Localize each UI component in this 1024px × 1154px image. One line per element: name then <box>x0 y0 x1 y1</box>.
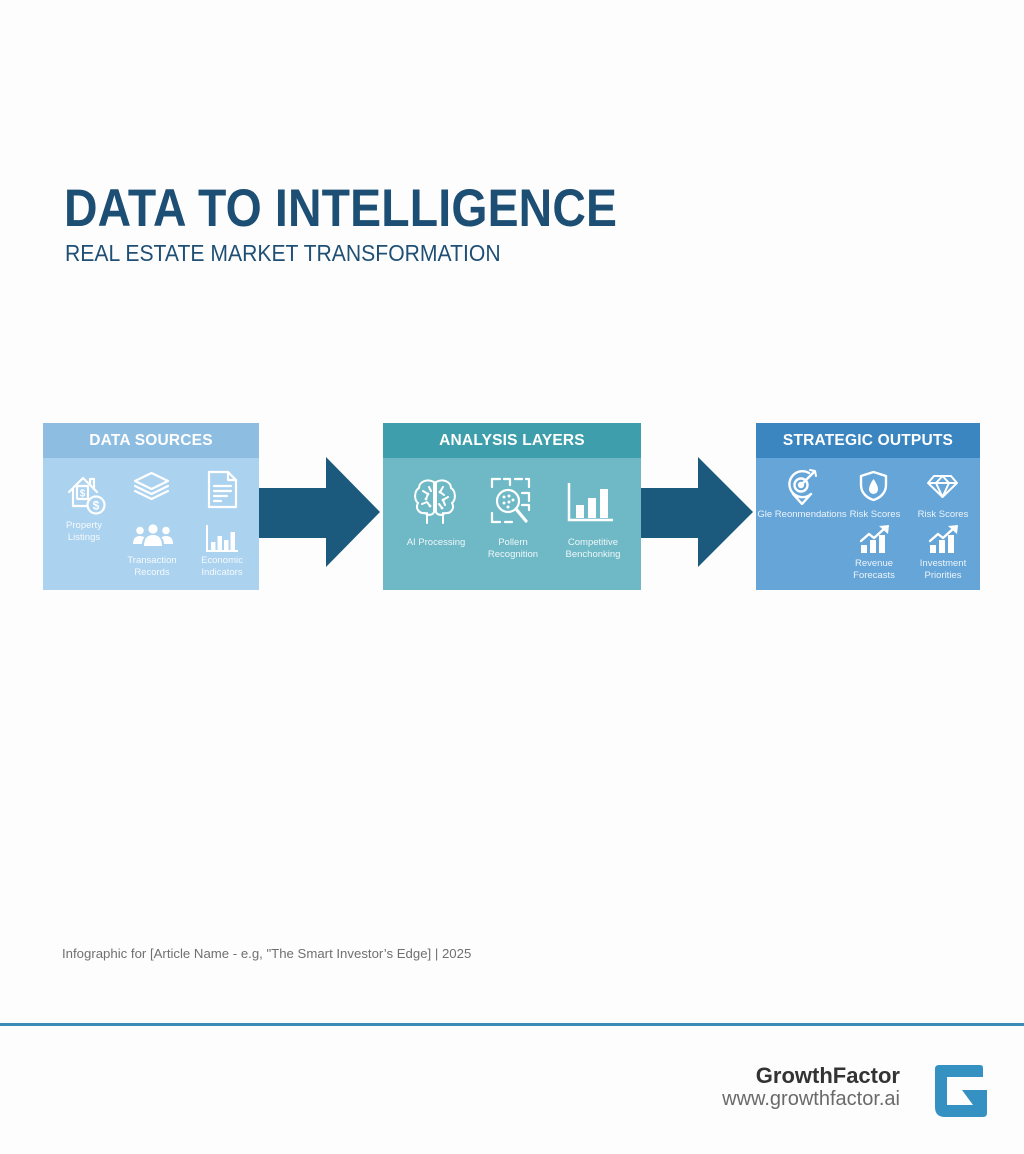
arrow-right-icon <box>258 457 380 567</box>
bar-chart-icon <box>567 483 613 522</box>
svg-text:$: $ <box>93 499 100 513</box>
page-title: DATA TO INTELLIGENCE <box>64 179 618 238</box>
brand-name: GrowthFactor <box>755 1063 900 1088</box>
pattern-magnifier-icon <box>490 477 531 524</box>
arrow-right-icon <box>641 457 753 567</box>
item-label-pattern-recognition: Pollern Recognition <box>487 537 539 560</box>
item-label-transaction-records: Transaction Records <box>127 555 177 578</box>
item-label-risk-scores-2: Risk Scores <box>917 509 969 520</box>
panel-header: STRATEGIC OUTPUTS <box>756 423 980 458</box>
house-dollar-icon: $ $ <box>67 476 106 515</box>
panel-body <box>756 458 980 590</box>
panel-strategic-outputs: STRATEGIC OUTPUTS Gle Reonmendations Ris… <box>756 423 980 590</box>
item-label-ai-processing: AI Processing <box>406 537 466 548</box>
svg-text:$: $ <box>80 489 86 500</box>
brain-icon <box>414 479 456 524</box>
people-icon <box>133 524 173 546</box>
item-label-competitive-benchmarking: Competitive Benchonking <box>565 537 621 560</box>
growthfactor-g-logo-icon <box>935 1065 987 1117</box>
item-label-site-recommendations: Gle Reonmendations <box>757 509 847 520</box>
item-label-revenue-forecasts: Revenue Forecasts <box>853 558 895 581</box>
target-pin-icon <box>788 469 817 505</box>
panel-data-sources: DATA SOURCES $ $ Property Listings Trans… <box>43 423 259 590</box>
item-label-risk-scores: Risk Scores <box>849 509 901 520</box>
diamond-icon <box>927 475 958 498</box>
panel-body <box>43 458 259 590</box>
item-label-economic-indicators: Economic Indicators <box>201 555 243 578</box>
panel-analysis-layers: ANALYSIS LAYERS AI Processing Pollern Re… <box>383 423 641 590</box>
panel-header: DATA SOURCES <box>43 423 259 458</box>
footer-divider <box>0 1023 1024 1026</box>
growth-chart-icon <box>928 525 958 553</box>
item-label-property-listings: Property Listings <box>66 520 102 543</box>
panel-header: ANALYSIS LAYERS <box>383 423 641 458</box>
document-icon <box>207 470 238 509</box>
bar-chart-icon <box>206 525 238 552</box>
infographic-caption: Infographic for [Article Name - e.g, "Th… <box>62 946 472 961</box>
flow-arrows <box>258 457 753 567</box>
page-subtitle: REAL ESTATE MARKET TRANSFORMATION <box>65 240 501 266</box>
brand-url: www.growthfactor.ai <box>722 1088 900 1110</box>
layers-icon <box>133 471 170 501</box>
shield-icon <box>859 470 888 502</box>
growth-chart-icon <box>859 525 889 553</box>
item-label-investment-priorities: Investment Priorities <box>919 558 967 581</box>
